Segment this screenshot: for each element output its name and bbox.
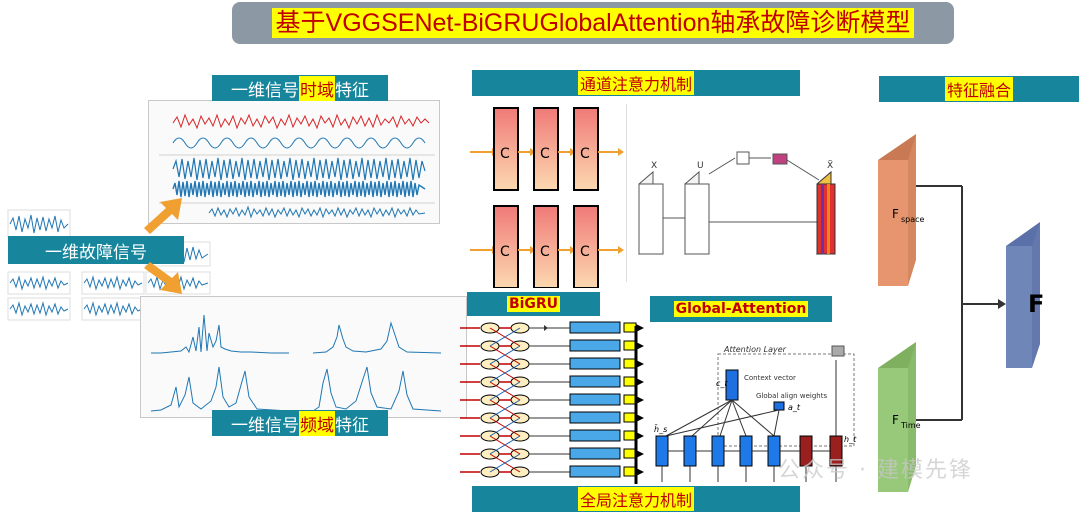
f-time-label: F [892, 413, 899, 427]
freq-plot-4 [312, 366, 442, 412]
a-t-label: a_t [788, 403, 801, 412]
frequency-domain-svg [150, 314, 442, 412]
global-attention-mech-text: 全局注意力机制 [577, 487, 694, 511]
freq-plot-2 [312, 321, 442, 354]
conv-letter: C [540, 244, 550, 260]
channel-attention-label: 通道注意力机制 [472, 70, 800, 96]
global-attention-label: Global-Attention [650, 296, 832, 322]
f-time-block [878, 342, 916, 492]
arrow-down-right-icon [144, 262, 182, 294]
attention-layer-svg: Attention Layer Context vector Global al… [654, 345, 857, 482]
time-feature-text-post: 特征 [335, 80, 369, 101]
time-feature-text-highlight: 时域 [299, 75, 335, 101]
conv-row-bottom: C C C [470, 205, 624, 288]
conv-row-top: C C C [470, 107, 624, 191]
time-domain-plots [148, 100, 440, 224]
fusion-connectors [916, 185, 1006, 421]
h-t-label: h_t [844, 435, 857, 444]
global-attention-mech-label: 全局注意力机制 [472, 486, 800, 512]
bigru-rows [460, 321, 644, 484]
conv-blocks: C C C C C C [470, 107, 624, 288]
context-vector-label: Context vector [744, 374, 796, 382]
se-x-tilde-label: X̃ [827, 159, 833, 171]
fusion-diagram: F space F Time F [878, 134, 1044, 492]
f-output-label: F [1028, 290, 1044, 318]
h-s-label: h̄_s [654, 424, 667, 434]
se-u-label: U [697, 161, 704, 171]
f-time-subscript: Time [900, 421, 921, 430]
title-bar: 基于VGGSENet-BiGRUGlobalAttention轴承故障诊断模型 [232, 2, 954, 44]
frequency-domain-plots [140, 296, 467, 418]
feature-fusion-label: 特征融合 [879, 76, 1079, 102]
bigru-label: BiGRU [467, 292, 600, 316]
conv-letter: C [580, 244, 590, 260]
fault-signal-text: 一维故障信号 [45, 242, 147, 263]
feature-fusion-text: 特征融合 [944, 77, 1013, 101]
c-t-label: c_t [716, 379, 728, 388]
bigru-text: BiGRU [506, 296, 561, 312]
freq-feature-label: 一维信号频域特征 [212, 410, 388, 436]
time-feature-label: 一维信号时域特征 [212, 75, 388, 101]
conv-letter: C [540, 146, 550, 162]
se-output-block [816, 170, 836, 256]
freq-plot-3 [150, 366, 290, 412]
f-space-block [878, 134, 916, 286]
freq-plot-1 [151, 314, 289, 354]
conv-letter: C [500, 244, 510, 260]
global-attention-text: Global-Attention [673, 301, 809, 317]
arrow-up-right-icon [144, 198, 182, 234]
attention-layer-title: Attention Layer [723, 345, 787, 354]
time-feature-text-pre: 一维信号 [231, 80, 299, 101]
freq-feature-text-pre: 一维信号 [231, 415, 299, 436]
signal-arrows [144, 198, 182, 294]
freq-feature-text-highlight: 频域 [299, 410, 335, 436]
time-plot-blue-4 [208, 205, 426, 219]
freq-feature-text-post: 特征 [335, 415, 369, 436]
time-domain-plot-svg [159, 113, 435, 219]
time-plot-blue-2 [172, 157, 426, 181]
se-block-svg: X U X̃ [638, 151, 836, 256]
page-title: 基于VGGSENet-BiGRUGlobalAttention轴承故障诊断模型 [271, 8, 915, 38]
f-output-block [1006, 222, 1040, 368]
attention-layer-diagram: Attention Layer Context vector Global al… [650, 340, 862, 486]
f-space-label: F [892, 207, 899, 221]
se-block-diagram: X U X̃ [626, 104, 855, 282]
time-plot-blue-3 [172, 180, 426, 198]
watermark: 公众号 · 建模先锋 [778, 458, 973, 483]
channel-attention-text: 通道注意力机制 [577, 71, 694, 95]
fault-signal-label: 一维故障信号 [8, 236, 184, 264]
conv-letter: C [500, 146, 510, 162]
global-align-label: Global align weights [756, 392, 827, 400]
time-plot-red [172, 113, 430, 130]
se-x-label: X [651, 161, 657, 171]
time-plot-blue-1 [172, 137, 426, 149]
f-space-subscript: space [901, 215, 925, 224]
conv-letter: C [580, 146, 590, 162]
bigru-diagram [460, 321, 644, 484]
